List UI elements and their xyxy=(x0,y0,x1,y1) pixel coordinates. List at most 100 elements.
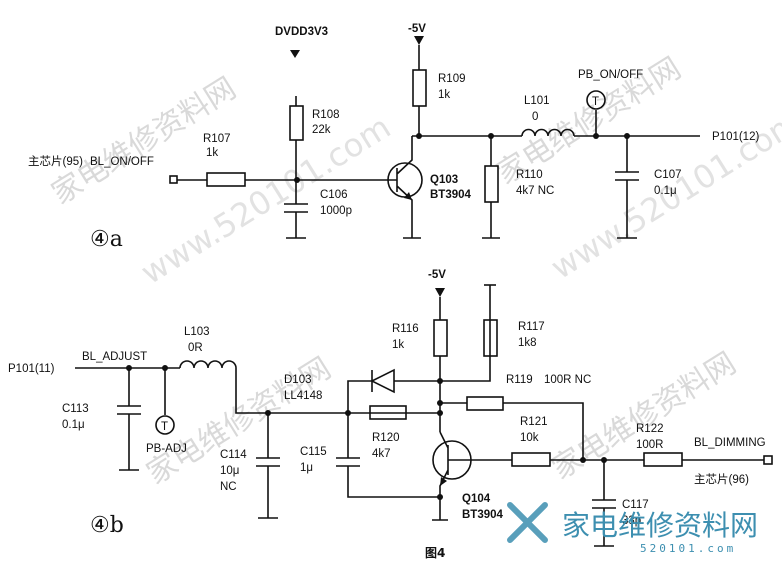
q103-emitter-arrow-icon xyxy=(404,192,412,200)
resistor-r108[interactable] xyxy=(289,105,304,141)
brand-subtext: 520101.com xyxy=(640,542,736,555)
d103-ref: D103 xyxy=(284,374,312,386)
c115-ref: C115 xyxy=(300,446,327,458)
c106-ref: C106 xyxy=(320,189,348,201)
inductor-l103[interactable] xyxy=(179,360,237,369)
chip-label-a: 主芯片(95) xyxy=(28,154,83,168)
r116-value: 1k xyxy=(392,339,404,351)
figure-caption: 图4 xyxy=(425,546,445,560)
d103-value: LL4148 xyxy=(284,390,322,402)
resistor-r116[interactable] xyxy=(433,319,448,357)
resistor-r107[interactable] xyxy=(206,172,246,187)
q104-ref: Q104 xyxy=(462,493,491,505)
wire xyxy=(235,368,440,414)
c107-value: 0.1μ xyxy=(654,185,677,197)
output-pin-b[interactable] xyxy=(763,455,773,465)
r108-ref: R108 xyxy=(312,109,340,121)
r121-ref: R121 xyxy=(520,416,548,428)
capacitor-c114[interactable] xyxy=(256,413,280,519)
capacitor-c117[interactable] xyxy=(592,460,616,547)
testpoint-symbol: T xyxy=(592,96,599,108)
r107-value: 1k xyxy=(206,147,218,159)
r120-value: 4k7 xyxy=(372,448,391,460)
output-p101-12: P101(12) xyxy=(712,131,759,143)
testpoint-pb-on-off[interactable] xyxy=(586,90,606,110)
junction-dot xyxy=(580,457,586,463)
wire xyxy=(347,285,491,413)
l103-value: 0R xyxy=(188,342,203,354)
resistor-r120[interactable] xyxy=(369,405,407,420)
wire xyxy=(440,402,584,460)
rail-dvdd-label: DVDD3V3 xyxy=(275,26,328,38)
junction-dot xyxy=(294,177,300,183)
q103-leads xyxy=(390,136,421,239)
c114-ref: C114 xyxy=(220,449,247,461)
q104-emitter-arrow-icon xyxy=(440,477,447,486)
junction-dot xyxy=(437,494,443,500)
c106-value: 1000p xyxy=(320,205,352,217)
rail-arrow-minus5v-icon xyxy=(414,36,424,45)
resistor-r117[interactable] xyxy=(483,319,498,357)
capacitor-c113[interactable] xyxy=(117,368,141,471)
r117-ref: R117 xyxy=(518,321,545,333)
circuit-a: 主芯片(95) BL_ON/OFF R107 1k DVDD3V3 R108 2… xyxy=(28,23,759,252)
c113-value: 0.1μ xyxy=(62,419,85,431)
wire xyxy=(482,202,500,239)
r109-value: 1k xyxy=(438,89,450,101)
input-p101-11: P101(11) xyxy=(8,363,55,375)
testpoint-pb-adj[interactable] xyxy=(155,415,175,435)
circuit-b: P101(11) BL_ADJUST C113 0.1μ T PB-ADJ L1… xyxy=(8,269,773,547)
q103-ref: Q103 xyxy=(430,174,458,186)
c113-ref: C113 xyxy=(62,403,89,415)
capacitor-c107[interactable] xyxy=(615,136,639,239)
input-pin-a[interactable] xyxy=(169,175,178,184)
r110-value: 4k7 NC xyxy=(516,185,554,197)
rail-arrow-dvdd-icon xyxy=(290,50,300,58)
testpoint-pb-adj-label: PB-ADJ xyxy=(146,443,187,455)
rail-arrow-minus5v-icon xyxy=(435,288,445,297)
r108-value: 22k xyxy=(312,124,331,136)
resistor-r121[interactable] xyxy=(511,452,551,467)
resistor-r109[interactable] xyxy=(412,69,427,107)
signal-bl-dimming: BL_DIMMING xyxy=(694,437,766,449)
capacitor-c115[interactable] xyxy=(336,413,440,498)
testpoint-symbol: T xyxy=(161,421,168,433)
signal-bl-adjust: BL_ADJUST xyxy=(82,351,147,363)
c114-value: 10μ xyxy=(220,465,239,477)
l101-ref: L101 xyxy=(524,95,550,107)
c115-value: 1μ xyxy=(300,462,313,474)
q104-leads xyxy=(432,431,512,521)
wire xyxy=(412,106,420,137)
inductor-l101[interactable] xyxy=(521,128,575,137)
rail-minus5v-label-a: -5V xyxy=(408,23,426,35)
r119-ref: R119 xyxy=(506,374,533,386)
l101-value: 0 xyxy=(532,111,538,123)
c117-value: 33p xyxy=(622,515,641,527)
rail-minus5v-label-b: -5V xyxy=(428,269,446,281)
chip-label-b: 主芯片(96) xyxy=(694,472,749,486)
r122-value: 100R xyxy=(636,439,664,451)
resistor-r122[interactable] xyxy=(643,452,683,467)
q104-value: BT3904 xyxy=(462,509,504,521)
c107-ref: C107 xyxy=(654,169,682,181)
marker-4a: ④a xyxy=(90,227,123,252)
marker-4b: ④b xyxy=(90,513,124,538)
r116-ref: R116 xyxy=(392,323,419,335)
c117-ref: C117 xyxy=(622,499,649,511)
r107-ref: R107 xyxy=(203,133,231,145)
brand-mark-icon xyxy=(507,502,548,543)
testpoint-pb-on-off-label: PB_ON/OFF xyxy=(578,69,643,81)
brand-text: 家电维修资料网 xyxy=(562,509,758,542)
diode-d103[interactable] xyxy=(370,368,395,394)
r120-ref: R120 xyxy=(372,432,400,444)
l103-ref: L103 xyxy=(184,326,210,338)
c114-note: NC xyxy=(220,481,237,493)
capacitor-c106[interactable] xyxy=(284,180,308,239)
resistor-r119[interactable] xyxy=(466,396,504,411)
r121-value: 10k xyxy=(520,432,539,444)
r109-ref: R109 xyxy=(438,73,466,85)
r110-ref: R110 xyxy=(516,169,543,181)
r122-ref: R122 xyxy=(636,423,664,435)
signal-bl-on-off: BL_ON/OFF xyxy=(90,156,154,168)
